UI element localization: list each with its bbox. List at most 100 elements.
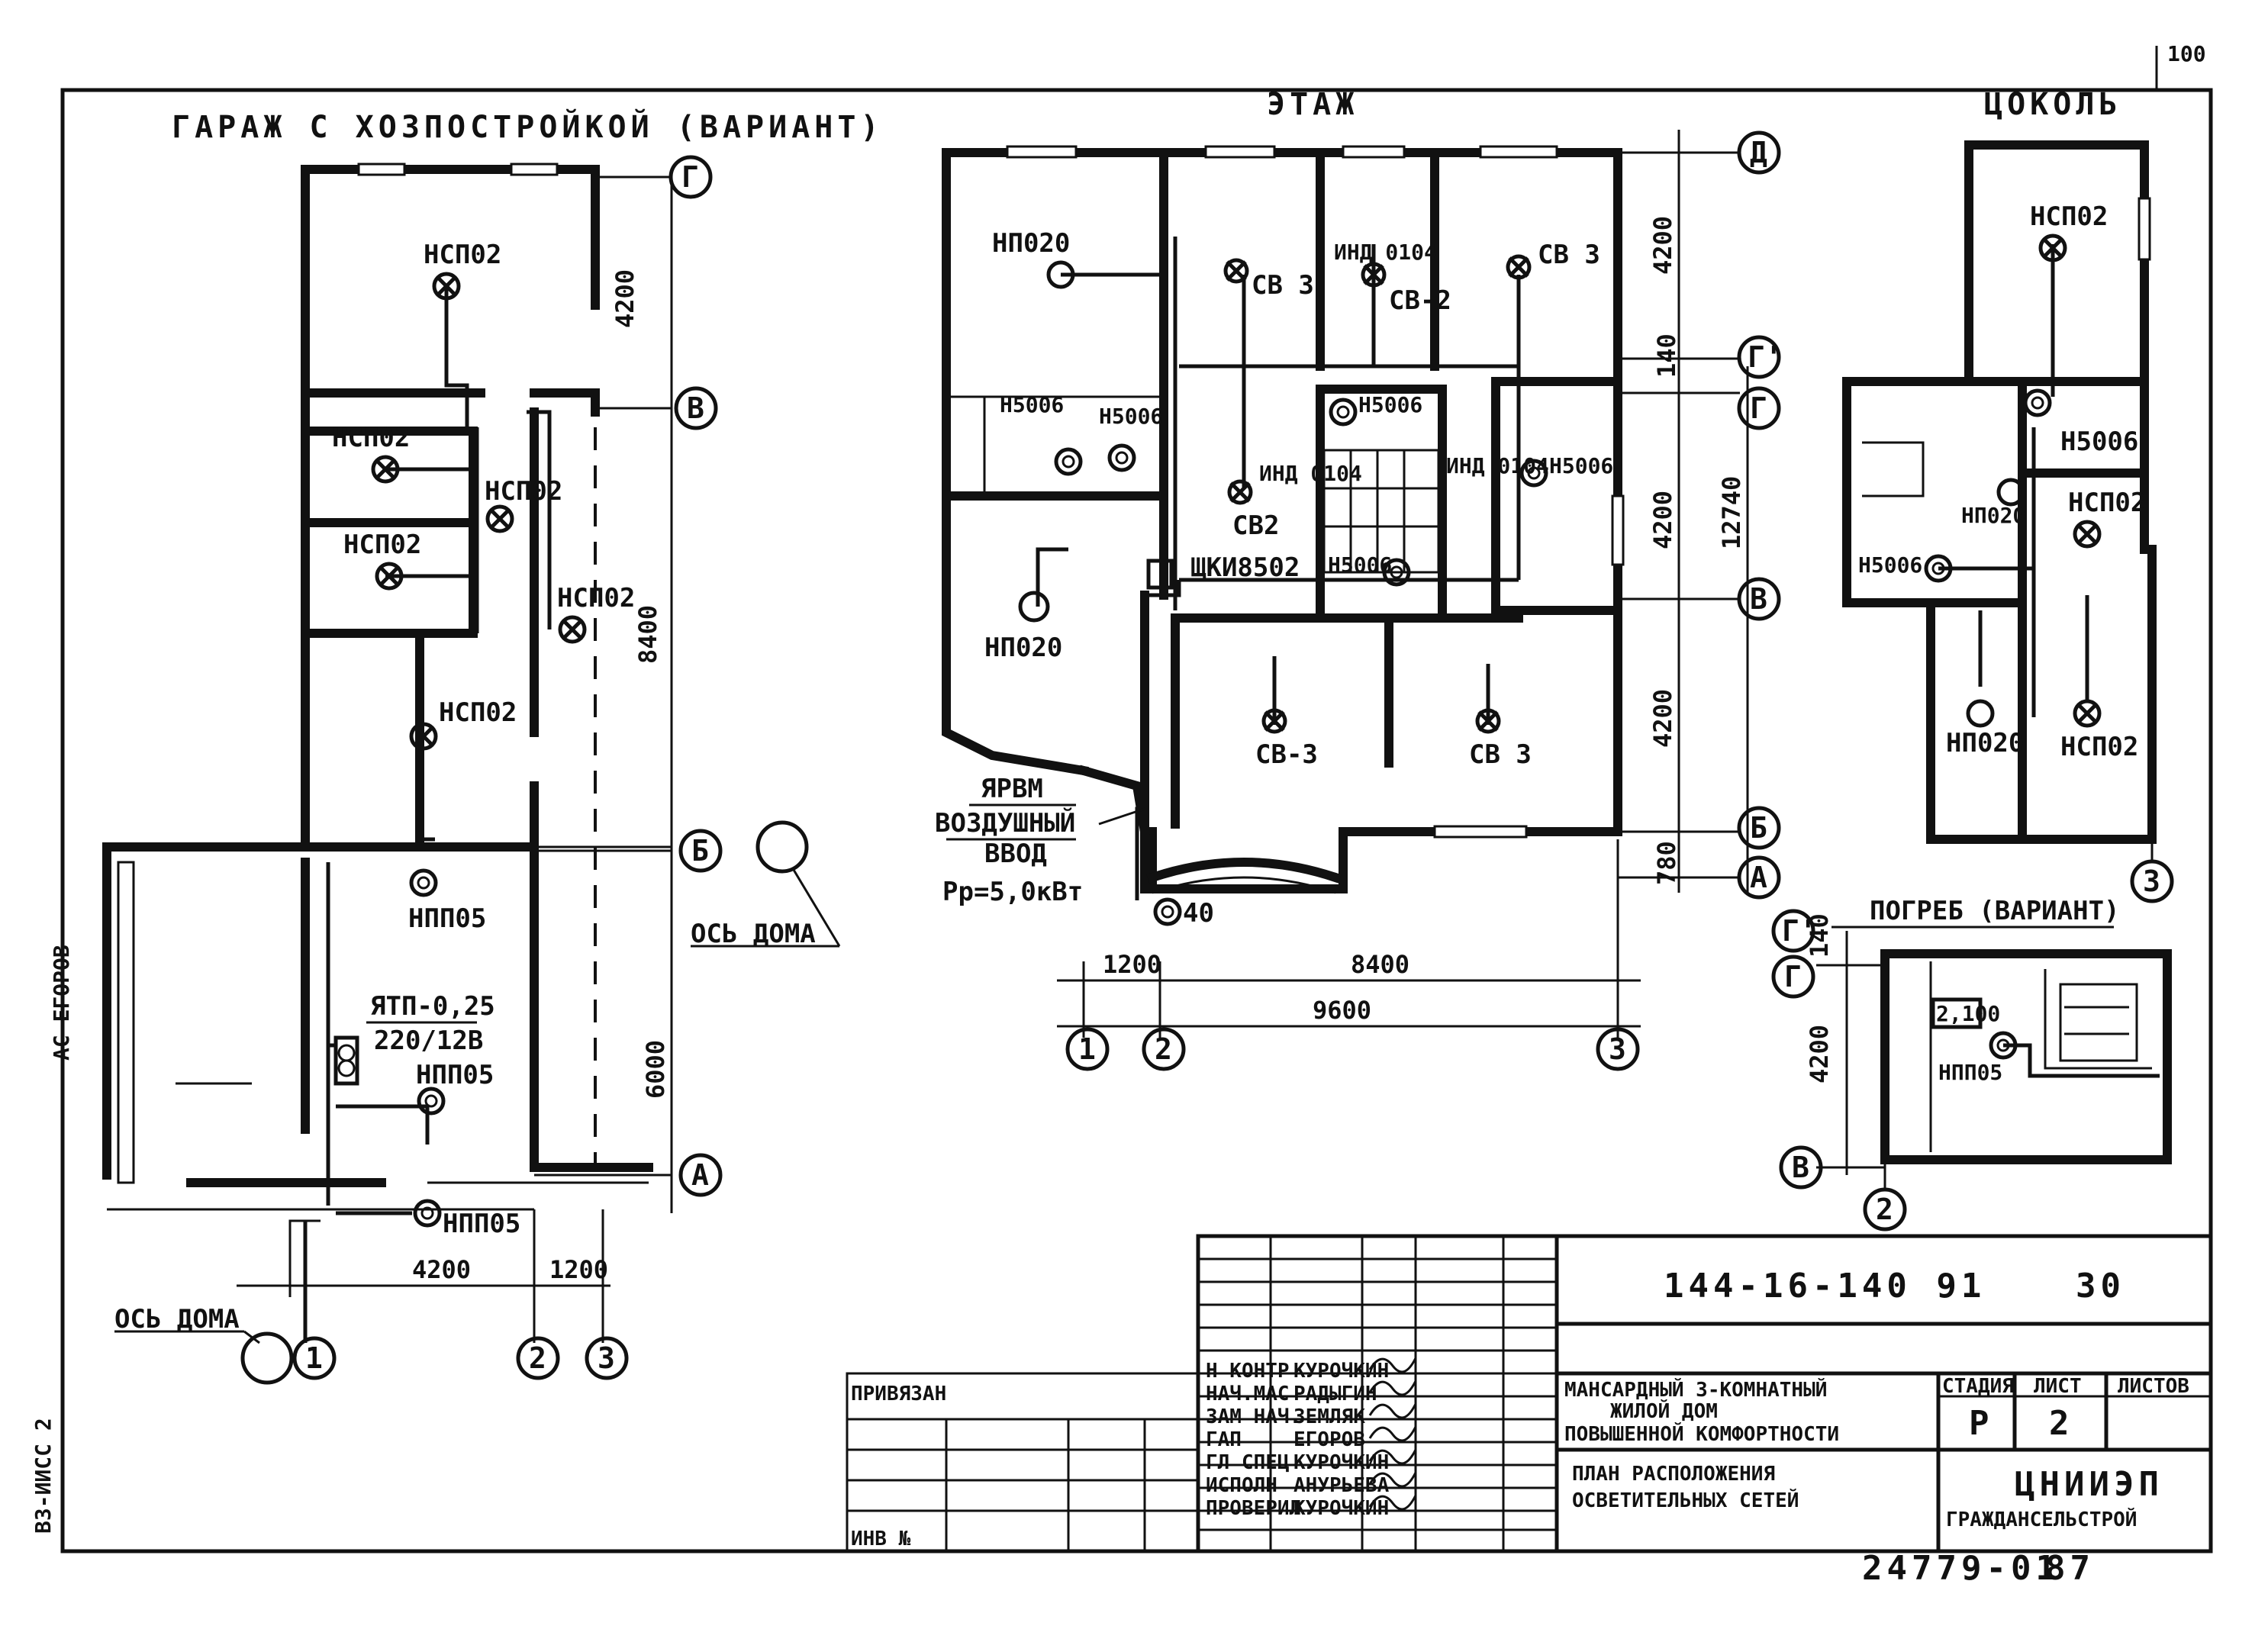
axis-bubble: А	[534, 1153, 723, 1197]
axis-bubble: Г	[1618, 386, 1781, 430]
floor-fixture-crossed: СВ-3	[1255, 708, 1318, 770]
doc-number: 144-16-140 91	[1664, 1267, 1986, 1306]
transformer-voltage: 220/12В	[374, 1025, 483, 1056]
svg-text:НПП05: НПП05	[416, 1060, 494, 1090]
dim-label: 8400	[1351, 950, 1409, 979]
stage-label: СТАДИЯ	[1942, 1375, 2014, 1398]
svg-text:3: 3	[598, 1341, 615, 1375]
garage-fixture: НСП02	[557, 583, 635, 644]
axis-bubble: 1	[1065, 1027, 1110, 1071]
svg-text:Н5006: Н5006	[1328, 552, 1392, 578]
svg-text:СВ2: СВ2	[1232, 510, 1279, 541]
transformer-symbol	[333, 1035, 359, 1086]
staircase	[1322, 449, 1440, 574]
svg-text:НСП02: НСП02	[343, 530, 421, 560]
sheet-number: 30	[2076, 1267, 2125, 1306]
dim-label: 1200	[1103, 950, 1161, 979]
role-label: ЗАМ НАЧ.	[1206, 1405, 1301, 1428]
dim-label: 4200	[1648, 689, 1677, 748]
svg-text:Н5006: Н5006	[2060, 427, 2138, 457]
garage-fixture: НСП02	[424, 240, 501, 301]
svg-text:Д: Д	[1750, 136, 1767, 169]
sheet-title: ПЛАН РАСПОЛОЖЕНИЯ	[1572, 1463, 1775, 1486]
dim-label: 4200	[412, 1255, 471, 1284]
floor-title: ЭТАЖ	[1267, 87, 1358, 122]
svg-text:Н5006: Н5006	[1549, 453, 1613, 478]
svg-text:Г': Г'	[1782, 914, 1817, 948]
floor-wall	[1491, 377, 1615, 615]
svg-text:А: А	[691, 1158, 709, 1192]
corner-mark: 100	[2167, 41, 2206, 66]
floor-fixture-label: ИНД 0104	[1334, 240, 1437, 265]
axis-bubble: 3	[1596, 1027, 1640, 1071]
house-axis-bubble	[240, 1331, 294, 1385]
axis-bubble: Г	[1771, 955, 1885, 999]
svg-text:СВ 3: СВ 3	[1469, 739, 1532, 770]
floor-fixture: НП020	[992, 228, 1075, 289]
axis-bubble: Б	[534, 829, 723, 873]
role-label: ПРОВЕРИЛ	[1206, 1497, 1301, 1520]
cellar-wall	[1880, 949, 2172, 1164]
lamp-40: 40	[1153, 897, 1214, 929]
garage-fixture: НСП02	[409, 697, 517, 751]
axis-bubble: В	[595, 386, 718, 430]
svg-text:Г': Г'	[1748, 340, 1783, 374]
project-line: ПОВЫШЕННОЙ КОМФОРТНОСТИ	[1564, 1421, 1839, 1446]
signature-scribbles	[1368, 1357, 1417, 1511]
role-label: ГАП	[1206, 1428, 1242, 1451]
svg-text:Н5006: Н5006	[1858, 552, 1922, 578]
svg-text:В: В	[1792, 1151, 1809, 1184]
dim-label: 140	[1652, 333, 1681, 378]
basement-fixture: НП020	[1946, 699, 2024, 758]
basement-title: ЦОКОЛЬ	[1984, 87, 2122, 122]
axis-bubble: Д	[1618, 130, 1781, 175]
svg-text:СВ 3: СВ 3	[1252, 270, 1314, 301]
garage-title: ГАРАЖ С ХОЗПОСТРОЙКОЙ (ВАРИАНТ)	[172, 108, 884, 145]
svg-text:НПП05: НПП05	[443, 1209, 520, 1239]
svg-text:НП020: НП020	[1961, 503, 2025, 528]
svg-text:НСП02: НСП02	[2060, 732, 2138, 762]
axis-bubble: А	[1618, 855, 1781, 900]
svg-text:НСП02: НСП02	[485, 476, 562, 507]
garage-fixture-round: НПП05	[408, 868, 486, 934]
panel-label: ЩКИ8502	[1190, 552, 1300, 583]
signer-name: РАДЫГИН	[1293, 1383, 1377, 1405]
axis-bubble: В	[1779, 1145, 1885, 1190]
svg-text:В: В	[1750, 582, 1767, 616]
garage-fixture: НСП02	[485, 476, 562, 533]
basement-wall	[1964, 140, 2149, 554]
garage-fixture: НСП02	[343, 530, 421, 591]
level-mark: 2,100	[1936, 1001, 2000, 1026]
sheets-label: ЛИСТОВ	[2118, 1375, 2189, 1398]
floor-fixture-label: ИНД 0104	[1446, 453, 1549, 478]
floor-wall	[1316, 385, 1447, 615]
svg-text:3: 3	[1609, 1032, 1626, 1066]
floor-fixture-label: ИНД 0104	[1259, 461, 1362, 486]
sheet-title: ОСВЕТИТЕЛЬНЫХ СЕТЕЙ	[1572, 1488, 1799, 1512]
svg-text:3: 3	[2143, 864, 2160, 898]
svg-text:НСП02: НСП02	[557, 583, 635, 613]
garage-fixture-round: НПП05	[413, 1199, 520, 1239]
svg-text:СВ-2: СВ-2	[1389, 285, 1451, 316]
signer-name: ЕГОРОВ	[1293, 1428, 1365, 1451]
house-axis-label: ОСЬ ДОМА	[691, 919, 816, 949]
svg-text:НПП05: НПП05	[1938, 1060, 2002, 1085]
svg-text:Г: Г	[1750, 391, 1767, 425]
basement-plan: ЦОКОЛЬ НСП02 Н5006 НП020 НСП02 Н5006 НП0…	[1842, 87, 2174, 903]
svg-text:2: 2	[1876, 1193, 1893, 1226]
input-note: ВВОД	[984, 839, 1047, 869]
svg-text:НП020: НП020	[1946, 728, 2024, 758]
svg-text:НСП02: НСП02	[424, 240, 501, 270]
basement-fixture-round: Н5006	[2023, 388, 2138, 457]
axis-bubble: 1	[292, 1336, 337, 1380]
basement-fixture-round: Н5006	[1858, 552, 1953, 583]
project-line: ЖИЛОЙ ДОМ	[1610, 1399, 1718, 1423]
svg-text:40: 40	[1183, 898, 1214, 929]
svg-text:2: 2	[529, 1341, 546, 1375]
floor-fixture: НП020	[984, 591, 1062, 663]
svg-text:1: 1	[305, 1341, 323, 1375]
bay-window	[1146, 858, 1342, 884]
floor-fixture-round: Н5006	[1000, 392, 1083, 476]
basement-fixture: НСП02	[2068, 488, 2146, 549]
